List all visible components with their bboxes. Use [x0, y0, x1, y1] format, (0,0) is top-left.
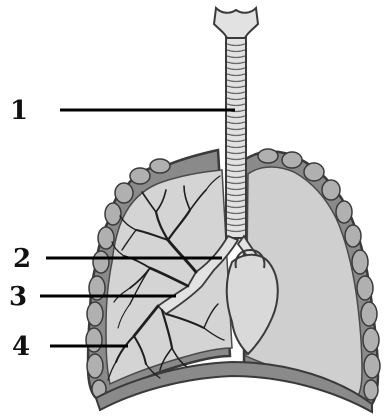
- larynx: [214, 8, 258, 40]
- label-2: 2: [13, 244, 31, 274]
- label-3: 3: [9, 282, 27, 312]
- label-4: 4: [12, 332, 30, 362]
- label-1: 1: [10, 96, 28, 126]
- number-labels: 1 2 3 4: [9, 96, 31, 362]
